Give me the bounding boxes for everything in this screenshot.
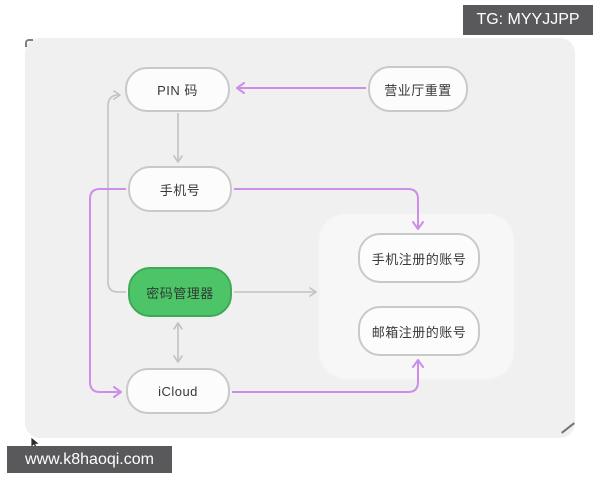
node-password-manager: 密码管理器 <box>128 267 232 317</box>
canvas-corner-mark <box>25 39 33 47</box>
node-phone-registered-account-label: 手机注册的账号 <box>371 251 467 267</box>
node-hall-reset-label: 营业厅重置 <box>384 82 452 98</box>
node-email-registered-account: 邮箱注册的账号 <box>358 306 480 356</box>
node-icloud: iCloud <box>126 368 230 414</box>
website-watermark: www.k8haoqi.com <box>7 446 172 473</box>
telegram-watermark: TG: MYYJJPP <box>463 5 593 35</box>
website-watermark-text: www.k8haoqi.com <box>25 450 154 468</box>
node-phone-registered-account: 手机注册的账号 <box>358 233 480 283</box>
node-password-manager-label: 密码管理器 <box>146 285 214 301</box>
telegram-watermark-text: TG: MYYJJPP <box>476 11 580 28</box>
node-email-registered-account-label: 邮箱注册的账号 <box>371 324 467 340</box>
node-icloud-label: iCloud <box>158 383 198 399</box>
node-pin-code: PIN 码 <box>125 67 230 112</box>
node-pin-code-label: PIN 码 <box>157 83 198 98</box>
node-hall-reset: 营业厅重置 <box>368 66 468 112</box>
node-phone-number: 手机号 <box>128 166 232 212</box>
node-phone-number-label: 手机号 <box>159 182 201 198</box>
